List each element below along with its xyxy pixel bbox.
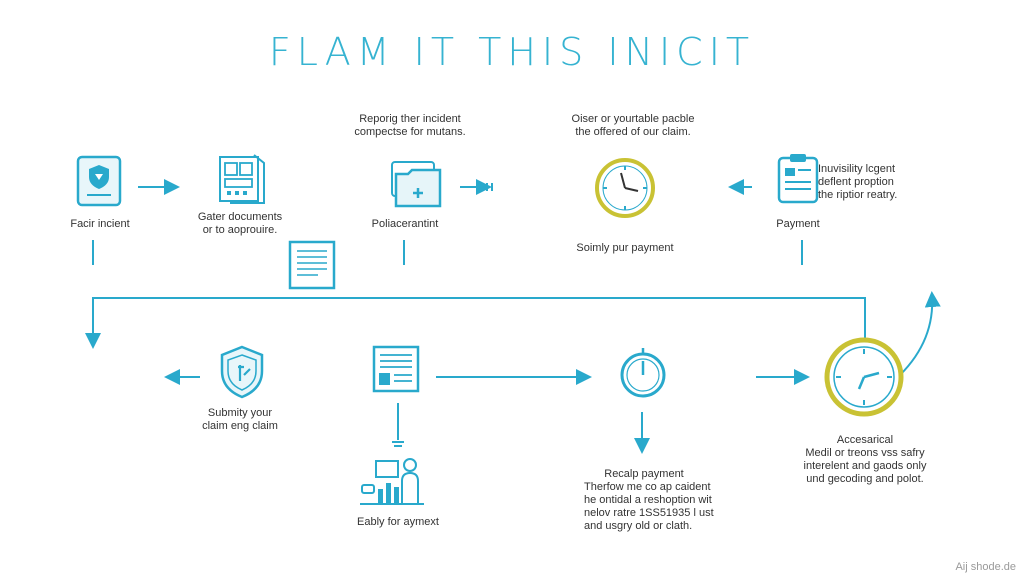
payment-label: Payment	[776, 218, 820, 230]
clock-icon	[594, 157, 656, 224]
report-document-icon	[372, 345, 422, 400]
payment-note: Inuvisility lcgent deflent proption the …	[818, 163, 898, 201]
person-chart-icon	[358, 455, 428, 512]
large-clock-icon	[824, 337, 904, 422]
arrow-upward-curve	[899, 291, 941, 376]
reporting-label: Reporig ther incident compectse for muta…	[354, 113, 466, 138]
accidental-block: Accesarical Medil or treons vss safry in…	[803, 434, 927, 485]
recap-payment-block: Recalp payment Therfow me co ap caident …	[584, 468, 714, 532]
clipboard-report-icon	[776, 152, 822, 211]
main-loop-line	[85, 297, 866, 349]
submit-claim-label: Submity your claim eng claim	[202, 407, 278, 432]
diagram-title: FLAM IT THIS INICIT	[268, 30, 756, 74]
id-card-icon	[76, 155, 122, 212]
watermark: Aij shode.de	[955, 561, 1016, 573]
stopwatch-icon	[620, 346, 666, 405]
link-icon	[484, 180, 498, 199]
document-lines-icon	[288, 240, 336, 295]
face-incident-label: Facir incient	[70, 218, 130, 230]
documents-grid-icon	[218, 153, 266, 210]
shield-icon	[218, 345, 266, 404]
claim-offer-label: Oiser or yourtable pacble the offered of…	[571, 113, 695, 138]
easy-payment-label: Eably for aymext	[357, 516, 439, 528]
folder-plus-icon	[388, 158, 444, 215]
police-report-label: Poliacerantint	[371, 218, 439, 230]
gather-documents-label: Gater documents or to aoprouire.	[197, 211, 283, 236]
submit-payment-label: Soimly pur payment	[576, 242, 674, 254]
